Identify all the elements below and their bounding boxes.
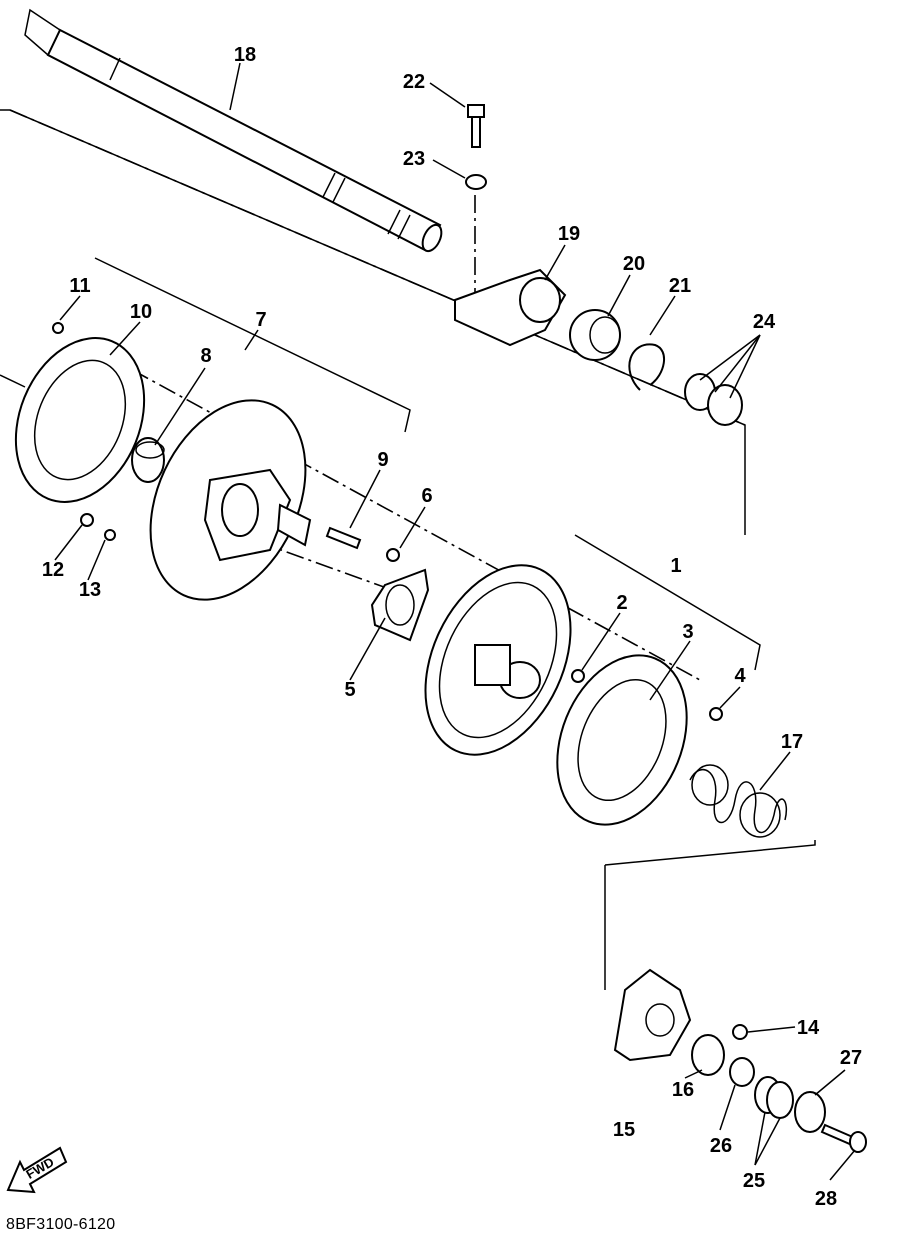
disc-3 [556,654,688,826]
bushing-16 [691,1034,725,1076]
label-8: 8 [200,345,212,367]
screw-11 [52,322,64,334]
label-6: 6 [421,485,433,507]
pin-9 [325,526,362,550]
bolt-22 [467,104,485,148]
label-13: 13 [78,579,102,601]
label-9: 9 [377,449,389,471]
sheave-1 [424,564,572,756]
label-21: 21 [668,275,692,297]
washer-27 [794,1091,826,1133]
nut-23 [465,174,487,190]
sheave-7 [149,399,312,601]
label-25: 25 [742,1170,766,1192]
bracket-19 [454,268,567,347]
label-15: 15 [612,1119,636,1141]
label-17: 17 [780,731,804,753]
label-14: 14 [796,1017,820,1039]
fwd-arrow-icon [6,1146,68,1194]
label-23: 23 [402,148,426,170]
label-2: 2 [616,592,628,614]
label-12: 12 [41,559,65,581]
spring-17 [689,764,787,838]
label-28: 28 [814,1188,838,1210]
plate-5 [370,568,430,642]
bolt-28 [820,1123,867,1153]
label-27: 27 [839,1047,863,1069]
nut-14 [732,1024,748,1040]
washers-25 [754,1076,794,1119]
shaft [24,8,443,253]
label-22: 22 [402,71,426,93]
label-19: 19 [557,223,581,245]
bracket-lines [0,109,816,990]
screw-2 [571,669,585,683]
collar-26 [729,1057,755,1087]
nut-4 [709,707,723,721]
label-1: 1 [670,555,682,577]
label-10: 10 [129,301,153,323]
label-20: 20 [622,253,646,275]
label-4: 4 [734,665,746,687]
screw-12 [80,513,94,527]
leader-lines [54,62,856,1181]
label-3: 3 [682,621,694,643]
washer-13 [104,529,116,541]
label-18: 18 [233,44,257,66]
bearing-20 [569,309,621,361]
label-11: 11 [69,275,91,297]
circlip-21 [628,343,665,391]
screw-6 [386,548,400,562]
disc-10 [14,337,146,503]
drawing-code: 8BF3100-6120 [6,1216,116,1233]
label-7: 7 [255,309,267,331]
label-26: 26 [709,1135,733,1157]
bushing-8 [131,437,165,483]
label-24: 24 [752,311,776,333]
cover-15 [613,968,692,1062]
bushings-24 [684,373,743,426]
label-16: 16 [671,1079,695,1101]
label-5: 5 [344,679,356,701]
